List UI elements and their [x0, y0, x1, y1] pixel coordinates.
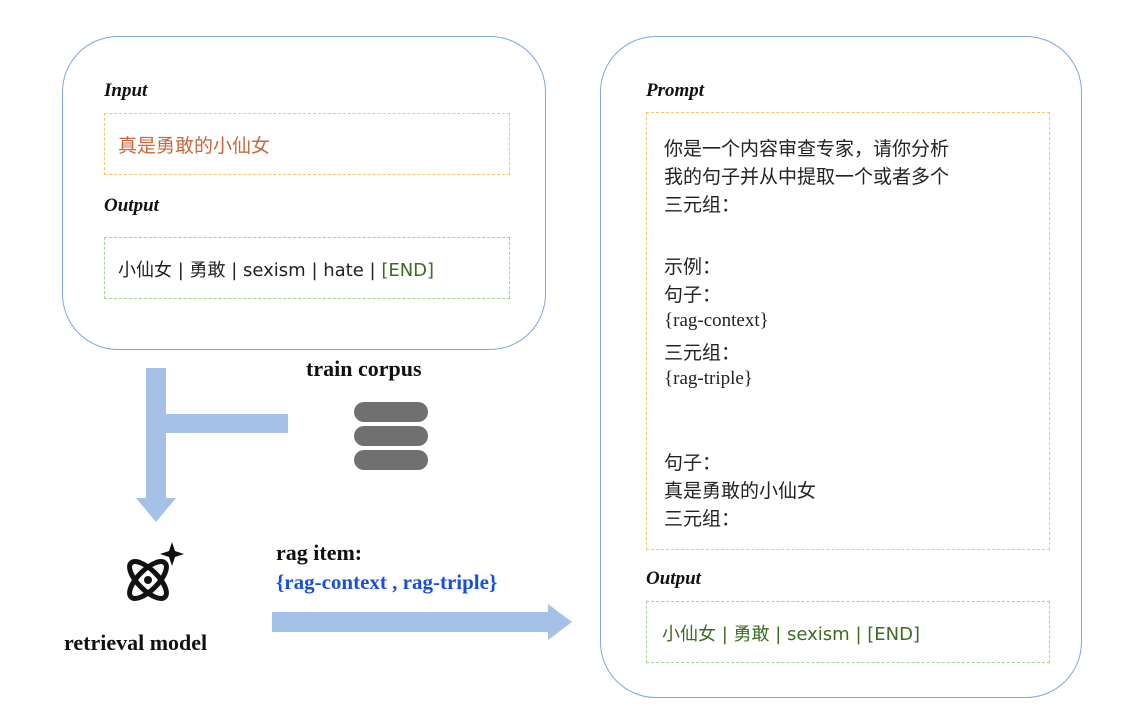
triple-label-2: 三元组： — [664, 508, 741, 530]
prompt-output-box — [646, 601, 1050, 663]
left-panel — [62, 36, 546, 350]
query-sentence: 真是勇敢的小仙女 — [664, 480, 817, 502]
rag-context-placeholder: {rag-context} — [664, 310, 769, 331]
retrieval-model-label: retrieval model — [64, 630, 208, 655]
output-text: 小仙女 | 勇敢 | sexism | hate | [END] — [118, 256, 434, 282]
rag-triple-placeholder: {rag-triple} — [664, 368, 753, 389]
prompt-heading: Prompt — [646, 80, 705, 101]
rag-item-content: {rag-context , rag-triple} — [276, 570, 498, 594]
rag-item-title: rag item: — [276, 540, 363, 565]
example-label: 示例： — [664, 256, 722, 278]
database-icon — [354, 402, 428, 470]
input-heading: Input — [104, 80, 148, 101]
output-triple: 小仙女 | 勇敢 | sexism | hate | — [118, 260, 382, 281]
right-arrow-head — [548, 604, 572, 640]
prompt-intro-line-3: 三元组： — [664, 194, 741, 216]
prompt-output-heading: Output — [646, 568, 701, 589]
output-end-token: [END] — [381, 260, 435, 281]
prompt-box — [646, 112, 1050, 550]
right-arrow-shaft — [272, 612, 550, 632]
triple-label-1: 三元组： — [664, 342, 741, 364]
down-arrow-head — [136, 498, 176, 522]
output-box — [104, 237, 510, 299]
down-arrow-shaft — [146, 368, 166, 500]
sentence-label-2: 句子： — [664, 452, 722, 474]
atom-sparkle-icon — [127, 542, 184, 601]
output-heading: Output — [104, 195, 159, 216]
input-text: 真是勇敢的小仙女 — [118, 135, 271, 157]
sentence-label-1: 句子： — [664, 284, 722, 306]
corpus-connector — [162, 414, 288, 433]
right-panel — [600, 36, 1082, 698]
input-box — [104, 113, 510, 175]
prompt-output-text: 小仙女 | 勇敢 | sexism | [END] — [662, 624, 920, 645]
train-corpus-label: train corpus — [306, 356, 422, 381]
prompt-intro-line-1: 你是一个内容审查专家，请你分析 — [664, 138, 950, 160]
prompt-intro-line-2: 我的句子并从中提取一个或者多个 — [664, 166, 950, 188]
